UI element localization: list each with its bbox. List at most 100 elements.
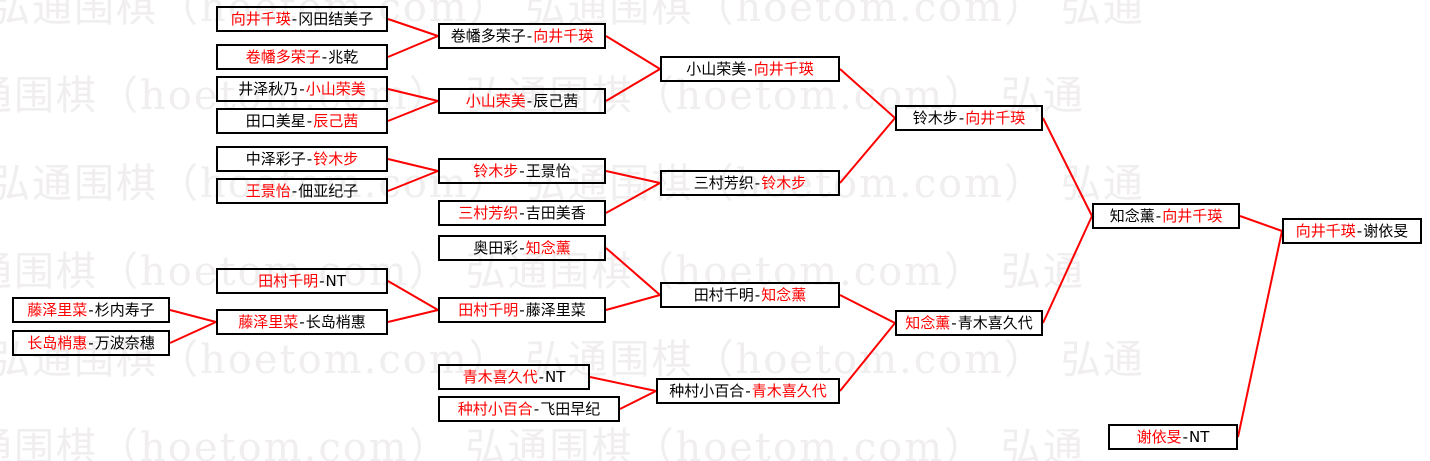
player-left: 向井千瑛: [1295, 221, 1356, 240]
player-separator: -: [1356, 221, 1363, 240]
match-box[interactable]: 王景怡-佃亚纪子: [216, 178, 388, 204]
player-right: 冈田结美子: [298, 9, 374, 28]
match-box[interactable]: 卷幡多荣子-兆乾: [216, 44, 388, 70]
player-right: 万波奈穗: [94, 333, 155, 352]
match-box[interactable]: 田村千明-NT: [216, 268, 388, 294]
player-right: 藤泽里菜: [525, 300, 586, 319]
player-left: 三村芳织: [693, 173, 754, 192]
player-right: NT: [325, 271, 346, 290]
match-box[interactable]: 谢依旻-NT: [1108, 424, 1238, 450]
connector-line: [169, 309, 217, 323]
match-box[interactable]: 卷幡多荣子-向井千瑛: [438, 23, 606, 49]
player-separator: -: [519, 238, 525, 257]
player-right: 谢依旻: [1363, 221, 1409, 240]
player-right: NT: [1189, 427, 1210, 446]
match-box[interactable]: 藤泽里菜-长岛梢惠: [216, 309, 388, 335]
player-right: 知念薰: [525, 238, 571, 257]
player-left: 三村芳织: [458, 203, 519, 222]
player-right: 王景怡: [525, 161, 571, 180]
player-left: 藤泽里菜: [238, 312, 299, 331]
player-separator: -: [951, 313, 957, 332]
player-right: 向井千瑛: [753, 59, 814, 78]
match-box[interactable]: 中泽彩子-铃木步: [216, 146, 388, 172]
player-right: 青木喜久代: [957, 313, 1033, 332]
player-left: 田口美星: [245, 111, 306, 130]
player-left: 长岛梢惠: [27, 333, 88, 352]
match-box[interactable]: 田村千明-知念薰: [660, 282, 840, 308]
match-box[interactable]: 三村芳织-吉田美香: [438, 200, 606, 226]
watermark-text: 弘通围棋（hoetom.com） 弘通围棋（hoetom.com） 弘通: [0, 73, 1085, 119]
player-separator: -: [291, 181, 298, 200]
player-left: 种村小百合: [457, 399, 533, 418]
match-box[interactable]: 长岛梢惠-万波奈穗: [12, 330, 170, 356]
player-separator: -: [526, 26, 533, 45]
player-left: 卷幡多荣子: [245, 47, 321, 66]
player-separator: -: [299, 312, 305, 331]
match-box[interactable]: 青木喜久代-NT: [438, 364, 590, 390]
player-separator: -: [306, 111, 313, 130]
connector-line: [387, 100, 439, 122]
connector-line: [387, 309, 439, 323]
player-separator: -: [1155, 206, 1162, 225]
player-left: 奥田彩: [473, 238, 519, 257]
match-box[interactable]: 知念薰-青木喜久代: [895, 310, 1043, 336]
match-box[interactable]: 奥田彩-知念薰: [438, 235, 606, 261]
player-left: 井泽秋乃: [238, 79, 299, 98]
player-right: 铃木步: [761, 173, 807, 192]
player-right: 向井千瑛: [965, 108, 1026, 127]
match-box[interactable]: 三村芳织-铃木步: [660, 170, 840, 196]
player-right: 长岛梢惠: [305, 312, 366, 331]
player-separator: -: [319, 271, 325, 290]
player-separator: -: [754, 285, 761, 304]
connector-line: [1042, 215, 1093, 324]
player-separator: -: [519, 203, 525, 222]
player-separator: -: [533, 399, 540, 418]
player-separator: -: [88, 333, 94, 352]
player-separator: -: [745, 381, 751, 400]
player-separator: -: [321, 47, 328, 66]
connector-line: [589, 376, 657, 392]
player-left: 小山荣美: [465, 91, 526, 110]
player-right: NT: [545, 367, 566, 386]
match-box[interactable]: 藤泽里菜-杉内寿子: [12, 297, 170, 323]
player-separator: -: [526, 91, 533, 110]
player-right: 青木喜久代: [751, 381, 827, 400]
player-right: 小山荣美: [305, 79, 366, 98]
player-left: 青木喜久代: [462, 367, 538, 386]
match-box[interactable]: 田村千明-藤泽里菜: [438, 297, 606, 323]
player-right: 吉田美香: [525, 203, 586, 222]
match-box[interactable]: 向井千瑛-冈田结美子: [216, 6, 388, 32]
match-box[interactable]: 向井千瑛-谢依旻: [1282, 218, 1422, 244]
player-right: 飞田早纪: [540, 399, 601, 418]
match-box[interactable]: 铃木步-王景怡: [438, 158, 606, 184]
player-left: 谢依旻: [1136, 427, 1182, 446]
connector-line: [605, 68, 661, 102]
player-right: 知念薰: [761, 285, 807, 304]
match-box[interactable]: 田口美星-辰己茜: [216, 108, 388, 134]
match-box[interactable]: 知念薰-向井千瑛: [1092, 203, 1240, 229]
match-box[interactable]: 小山荣美-辰己茜: [438, 88, 606, 114]
connector-line: [169, 321, 217, 344]
match-box[interactable]: 种村小百合-飞田早纪: [438, 396, 620, 422]
connector-line: [605, 35, 661, 70]
connector-line: [605, 247, 661, 296]
player-separator: -: [1182, 427, 1189, 446]
player-separator: -: [299, 79, 305, 98]
player-right: 佃亚纪子: [298, 181, 359, 200]
player-separator: -: [538, 367, 545, 386]
player-separator: -: [754, 173, 761, 192]
connector-line: [839, 117, 896, 184]
player-left: 小山荣美: [686, 59, 747, 78]
match-box[interactable]: 铃木步-向井千瑛: [895, 105, 1043, 131]
match-box[interactable]: 小山荣美-向井千瑛: [660, 56, 840, 82]
connector-line: [839, 68, 896, 119]
player-separator: -: [519, 300, 525, 319]
match-box[interactable]: 种村小百合-青木喜久代: [656, 378, 840, 404]
player-left: 田村千明: [693, 285, 754, 304]
connector-line: [387, 35, 439, 58]
connector-line: [839, 294, 896, 324]
match-box[interactable]: 井泽秋乃-小山荣美: [216, 76, 388, 102]
player-left: 中泽彩子: [245, 149, 306, 168]
player-left: 铃木步: [473, 161, 519, 180]
